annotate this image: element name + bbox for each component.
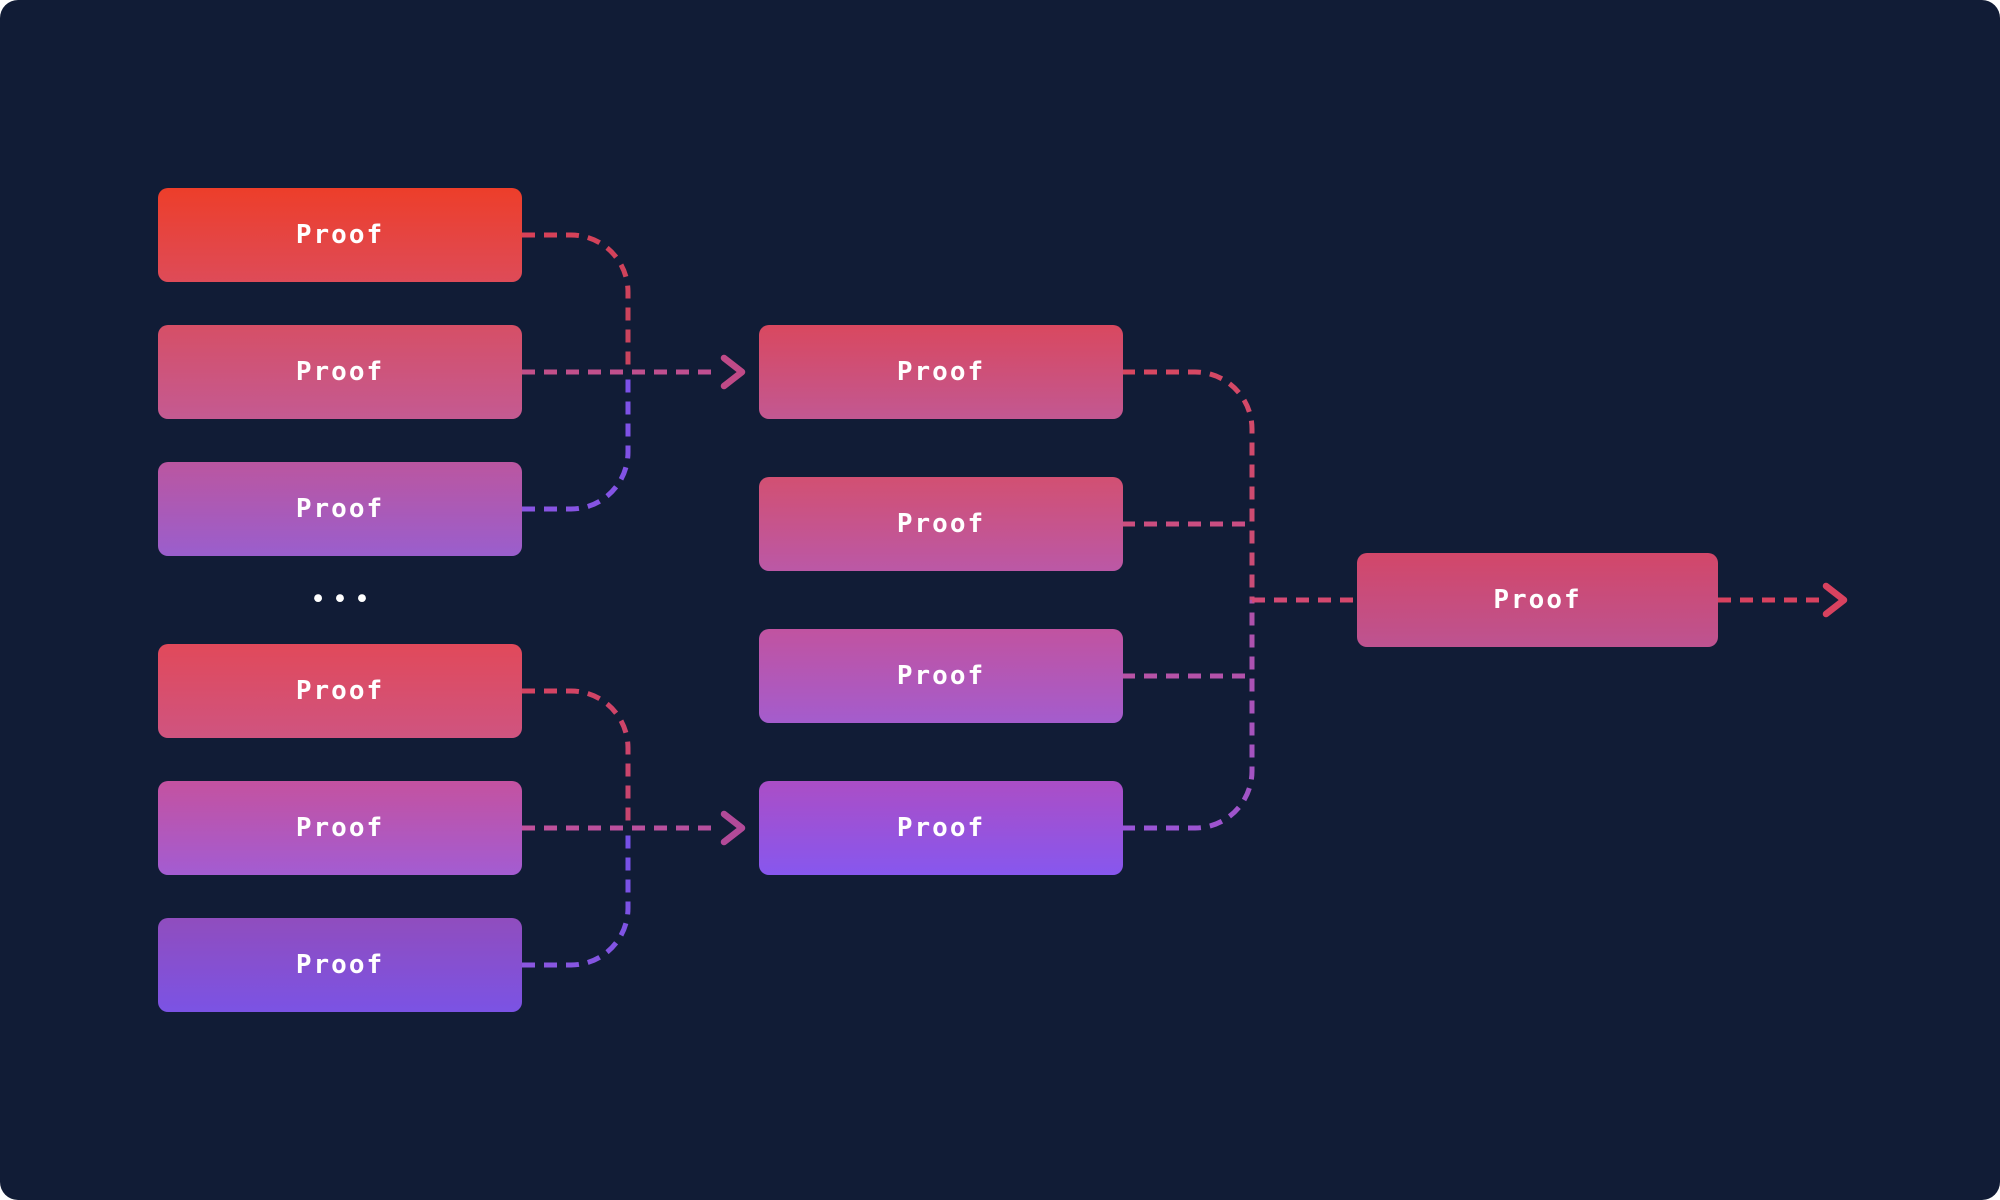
arrow-right-icon — [1822, 582, 1848, 618]
proof-node-label: Proof — [295, 494, 385, 524]
proof-node-label: Proof — [295, 220, 385, 250]
proof-node-label: Proof — [896, 661, 986, 691]
proof-node-label: Proof — [295, 950, 385, 980]
proof-node-aggregate-3: Proof — [759, 629, 1123, 723]
arrow-right-icon — [720, 354, 746, 390]
more-proofs-ellipsis: ••• — [310, 583, 376, 615]
connector-input1-to-merge — [522, 232, 631, 370]
proof-node-input-2: Proof — [158, 325, 522, 419]
proof-node-label: Proof — [896, 509, 986, 539]
proof-node-final: Proof — [1357, 553, 1718, 647]
proof-node-label: Proof — [1493, 585, 1582, 615]
connector-input6-to-merge — [522, 830, 631, 968]
arrow-right-icon — [720, 810, 746, 846]
proof-node-aggregate-2: Proof — [759, 477, 1123, 571]
proof-node-input-1: Proof — [158, 188, 522, 282]
connector-input4-to-merge — [522, 688, 631, 826]
proof-node-label: Proof — [295, 813, 385, 843]
proof-node-label: Proof — [896, 813, 986, 843]
proof-node-input-6: Proof — [158, 918, 522, 1012]
proof-node-aggregate-1: Proof — [759, 325, 1123, 419]
proof-node-aggregate-4: Proof — [759, 781, 1123, 875]
connector-aggregate1-to-merge — [1122, 369, 1255, 600]
proof-node-label: Proof — [295, 357, 385, 387]
proof-node-input-5: Proof — [158, 781, 522, 875]
proof-node-label: Proof — [896, 357, 986, 387]
proof-node-input-4: Proof — [158, 644, 522, 738]
connector-aggregate4-to-merge — [1122, 600, 1255, 831]
proof-node-input-3: Proof — [158, 462, 522, 556]
proof-node-label: Proof — [295, 676, 385, 706]
connector-input3-to-merge — [522, 374, 631, 512]
